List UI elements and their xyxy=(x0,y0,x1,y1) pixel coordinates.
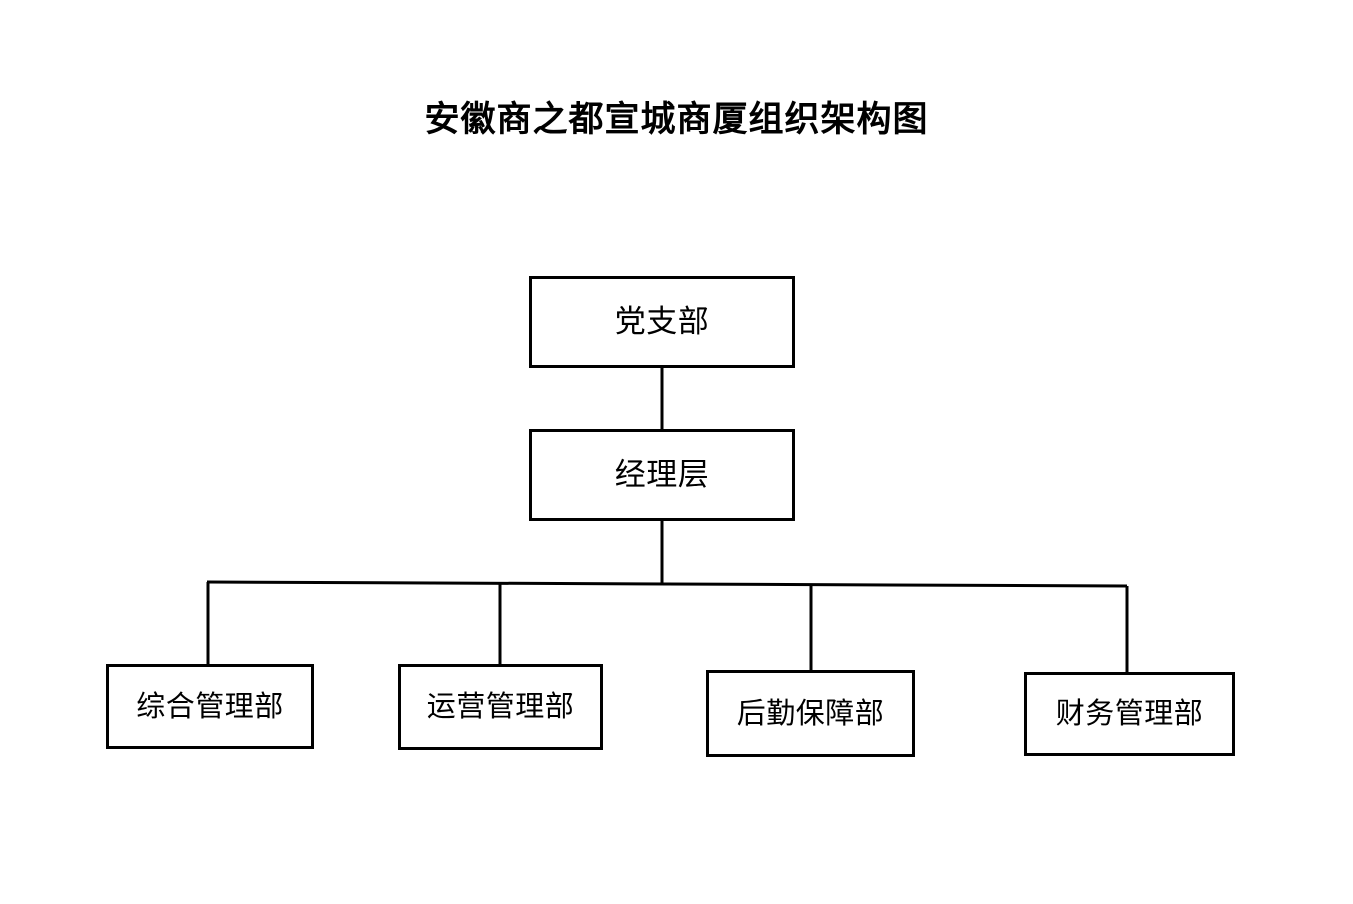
org-node-label: 后勤保障部 xyxy=(736,697,885,730)
org-node-party-branch[interactable]: 党支部 xyxy=(529,276,795,368)
org-node-operations-management-dept[interactable]: 运营管理部 xyxy=(398,664,603,750)
org-node-label: 财务管理部 xyxy=(1055,698,1204,730)
org-node-logistics-support-dept[interactable]: 后勤保障部 xyxy=(706,670,915,757)
org-node-label: 党支部 xyxy=(614,304,710,339)
org-node-label: 运营管理部 xyxy=(426,691,575,723)
org-node-finance-management-dept[interactable]: 财务管理部 xyxy=(1024,672,1235,756)
org-node-general-management-dept[interactable]: 综合管理部 xyxy=(106,664,314,749)
page-title: 安徽商之都宣城商厦组织架构图 xyxy=(424,100,929,139)
org-node-label: 经理层 xyxy=(614,457,710,492)
org-node-management-level[interactable]: 经理层 xyxy=(529,429,795,521)
edge-horizontal-bus xyxy=(206,580,1128,588)
org-node-label: 综合管理部 xyxy=(136,690,284,723)
